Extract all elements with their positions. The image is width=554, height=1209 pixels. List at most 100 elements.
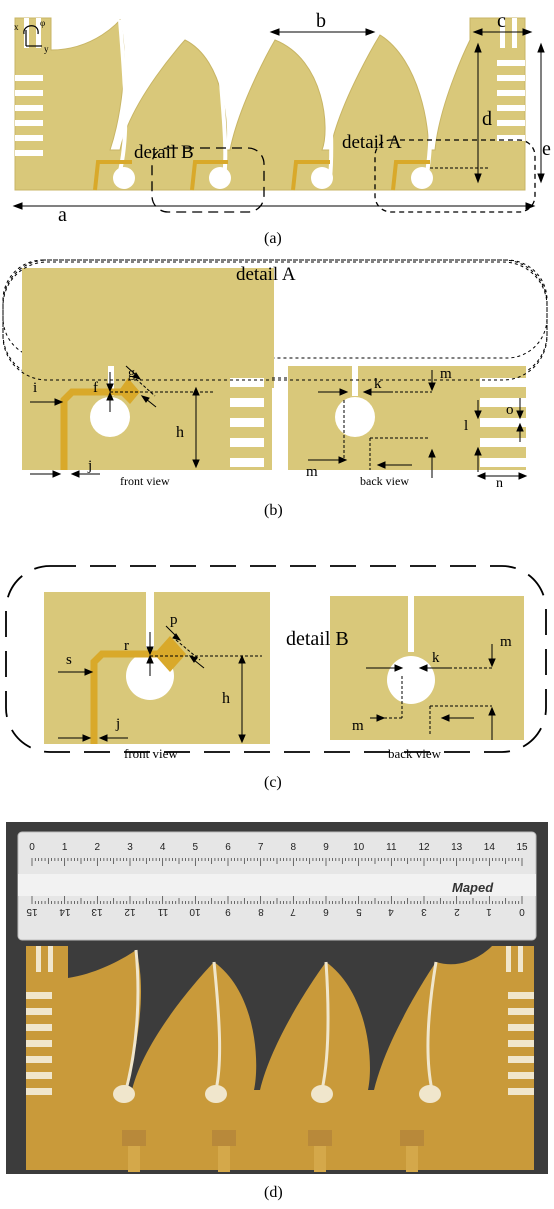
- dimension-a-label: a: [58, 204, 67, 226]
- ruler-bottom-number: 12: [124, 906, 136, 917]
- detail-b-title: detail B: [286, 628, 349, 650]
- photo-board: [26, 946, 534, 1170]
- vivaldi-board-outline: [14, 17, 526, 191]
- ruler-top-number: 1: [61, 842, 68, 853]
- ruler-bottom-number: 10: [189, 906, 201, 917]
- coord-phi-label: φ: [40, 18, 46, 28]
- sma-connectors: [122, 1130, 424, 1172]
- ruler-bottom-number: 7: [290, 906, 297, 917]
- front-view-cavity: [90, 397, 130, 437]
- dim-m-top-label: m: [440, 366, 452, 382]
- dimension-e-label: e: [542, 138, 551, 160]
- panel-a: x φ y b c d e a detail B detail A (a): [0, 0, 554, 247]
- detail-b-front-feed: [90, 650, 168, 744]
- ruler-bottom-number: 0: [519, 906, 525, 917]
- dim-m-bottom-label-c: m: [352, 718, 364, 734]
- ruler-top-number: 14: [483, 842, 495, 853]
- back-view-slot: [352, 366, 358, 396]
- dim-g-label: g: [128, 366, 135, 381]
- dim-h-label: h: [176, 424, 184, 441]
- ruler-top-number: 3: [127, 842, 133, 853]
- dim-k-label: k: [374, 376, 382, 392]
- ruler-top-number: 7: [257, 842, 264, 853]
- dim-f-label: f: [93, 380, 98, 396]
- feed-lines: [93, 160, 430, 191]
- coord-x-label: x: [14, 22, 19, 32]
- cavity-circles: [113, 167, 433, 189]
- ruler-top-number: 6: [225, 842, 231, 853]
- front-view-corrugations: [230, 378, 264, 467]
- ruler-bottom-number: 6: [323, 906, 329, 917]
- dim-r-label: r: [124, 638, 129, 654]
- detail-a-label: detail A: [342, 132, 402, 153]
- caption-a: (a): [264, 230, 282, 247]
- detail-b-front-slot: [146, 592, 154, 648]
- ruler-bottom-number: 9: [225, 906, 231, 917]
- ruler-bottom-number: 13: [91, 906, 103, 917]
- caption-b: (b): [264, 502, 283, 519]
- photo-cavities: [113, 1085, 441, 1103]
- front-view-stub: [118, 378, 140, 404]
- ruler-top-number: 5: [192, 842, 199, 853]
- photo-slots: [124, 949, 438, 1091]
- ruler-top-number: 4: [159, 842, 166, 853]
- ruler-top-number: 8: [290, 842, 297, 853]
- dim-s-label: s: [66, 652, 72, 668]
- ruler-top-number: 12: [418, 842, 430, 853]
- front-view-feed: [60, 388, 130, 470]
- ruler-top-number: 13: [451, 842, 463, 853]
- dim-j-label-c: j: [116, 716, 121, 732]
- antenna-array-front: [12, 17, 545, 213]
- ruler-bottom-number: 14: [59, 906, 71, 917]
- ruler-bottom-number: 3: [421, 906, 427, 917]
- ruler-top-number: 2: [94, 842, 101, 853]
- photo-drawing: [6, 822, 548, 1174]
- dim-m-top-label-c: m: [500, 634, 512, 650]
- back-view-corrugations: [480, 378, 526, 467]
- dim-k-label-c: k: [432, 650, 440, 666]
- ruler-bottom-number: 15: [26, 906, 38, 917]
- detail-b-frame: [5, 565, 547, 753]
- front-view-caption: front view: [120, 474, 170, 488]
- dim-p-label: p: [170, 612, 178, 628]
- detail-a-frame: [2, 261, 548, 381]
- ruler-bottom-number: 11: [157, 906, 168, 917]
- ruler-top-number: 0: [29, 842, 35, 853]
- detail-b-front-stub: [154, 636, 186, 672]
- caption-d: (d): [264, 1184, 283, 1201]
- dim-o-label: o: [506, 402, 514, 418]
- ruler-top-number: 11: [386, 842, 397, 853]
- detail-a-view-boards: [22, 366, 526, 470]
- front-view-slot: [108, 366, 114, 396]
- detail-b-back-cavity: [387, 656, 435, 704]
- ruler-bottom-number: 5: [355, 906, 362, 917]
- ruler-bottom-number: 8: [257, 906, 264, 917]
- ruler-top-number: 9: [323, 842, 329, 853]
- coordinate-icon: [23, 25, 42, 47]
- detail-b-back-caption: back view: [388, 746, 442, 761]
- dimension-c-label: c: [497, 10, 506, 32]
- dim-n-label: n: [496, 476, 503, 491]
- back-view-cavity: [335, 397, 375, 437]
- detail-b-label: detail B: [134, 142, 194, 163]
- ruler-bottom-number: 1: [486, 906, 493, 917]
- dim-l-label: l: [464, 418, 469, 434]
- dim-h-label-c: h: [222, 690, 230, 707]
- back-view-caption: back view: [360, 474, 409, 488]
- ruler-brand: Maped: [452, 880, 494, 895]
- dimension-d-label: d: [482, 108, 492, 130]
- detail-b-front-caption: front view: [124, 746, 178, 761]
- ruler-ticks: [31, 858, 523, 904]
- coord-y-label: y: [44, 44, 49, 54]
- right-corrugations: [497, 18, 525, 141]
- caption-c: (c): [264, 774, 282, 791]
- ruler-bottom-number: 4: [388, 906, 395, 917]
- detail-a-title: detail A: [236, 264, 296, 285]
- detail-a-box: [374, 139, 536, 213]
- dim-i-label: i: [33, 380, 38, 396]
